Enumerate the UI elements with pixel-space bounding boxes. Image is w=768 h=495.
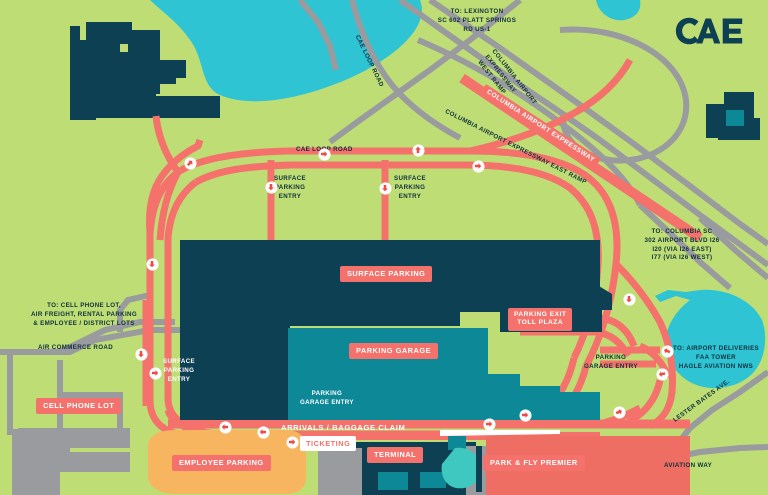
direction-arrow-icon: [320, 151, 328, 157]
area-label-employee-parking[interactable]: EMPLOYEE PARKING: [172, 455, 271, 472]
direction-arrow-icon: [268, 183, 274, 191]
marker-9[interactable]: [135, 348, 147, 360]
marker-1[interactable]: [184, 157, 196, 169]
area-label-terminal[interactable]: TERMINAL: [367, 447, 424, 464]
misc-teal-buildings: [726, 110, 744, 126]
entry-label-surface-parking-west: SURFACE PARKING ENTRY: [163, 358, 196, 383]
direction-arrow-icon: [615, 409, 623, 415]
direction-arrow-icon: [221, 424, 229, 430]
direction-arrow-icon: [521, 412, 529, 418]
direction-arrow-icon: [485, 421, 493, 427]
entry-label-parking-garage-south: PARKING GARAGE ENTRY: [300, 390, 354, 406]
cell-phone-lot-area: [12, 428, 130, 495]
marker-13[interactable]: [219, 421, 231, 433]
area-label-cell-phone-lot[interactable]: CELL PHONE LOT: [36, 398, 122, 415]
terminal-band-arrivals: ARRIVALS / BAGGAGE CLAIM: [281, 423, 406, 432]
direction-arrow-icon: [474, 163, 482, 169]
direction-arrow-icon: [149, 260, 155, 268]
marker-4[interactable]: [472, 160, 484, 172]
marker-6[interactable]: [379, 182, 391, 194]
hangar-buildings: [70, 22, 220, 120]
area-label-parking-garage[interactable]: PARKING GARAGE: [349, 343, 439, 360]
direction-arrow-icon: [151, 370, 159, 376]
direction-arrow-icon: [663, 348, 671, 354]
marker-18[interactable]: [613, 406, 625, 418]
marker-10[interactable]: [149, 367, 161, 379]
park-and-fly-area: [440, 430, 690, 495]
surface-parking-area: [180, 240, 612, 420]
terminal-band-ticketing[interactable]: TICKETING: [300, 436, 357, 451]
cae-logo: [675, 17, 743, 45]
marker-3[interactable]: [412, 144, 424, 156]
direction-arrow-icon: [259, 429, 267, 435]
marker-7[interactable]: [146, 258, 158, 270]
marker-2[interactable]: [318, 148, 330, 160]
direction-arrow-icon: [658, 371, 666, 377]
area-label-parking-exit-toll-plaza[interactable]: PARKING EXIT TOLL PLAZA: [508, 308, 573, 331]
marker-12[interactable]: [656, 368, 668, 380]
water-bodies: [150, 0, 766, 482]
direction-arrow-icon: [186, 160, 193, 167]
direction-arrow-icon: [415, 146, 421, 154]
parking-garage-area: [288, 328, 600, 420]
marker-14[interactable]: [257, 426, 269, 438]
direction-arrow-icon: [626, 295, 632, 303]
marker-15[interactable]: [286, 436, 298, 448]
marker-8[interactable]: [623, 293, 635, 305]
direction-arrow-icon: [138, 350, 144, 358]
area-label-surface-parking[interactable]: SURFACE PARKING: [340, 266, 433, 283]
area-label-park-and-fly-premier[interactable]: PARK & FLY PREMIER: [483, 455, 585, 472]
marker-17[interactable]: [519, 409, 531, 421]
marker-16[interactable]: [483, 418, 495, 430]
direction-arrow-icon: [288, 439, 296, 445]
direction-arrow-icon: [382, 184, 388, 192]
marker-11[interactable]: [661, 345, 673, 357]
marker-5[interactable]: [265, 181, 277, 193]
